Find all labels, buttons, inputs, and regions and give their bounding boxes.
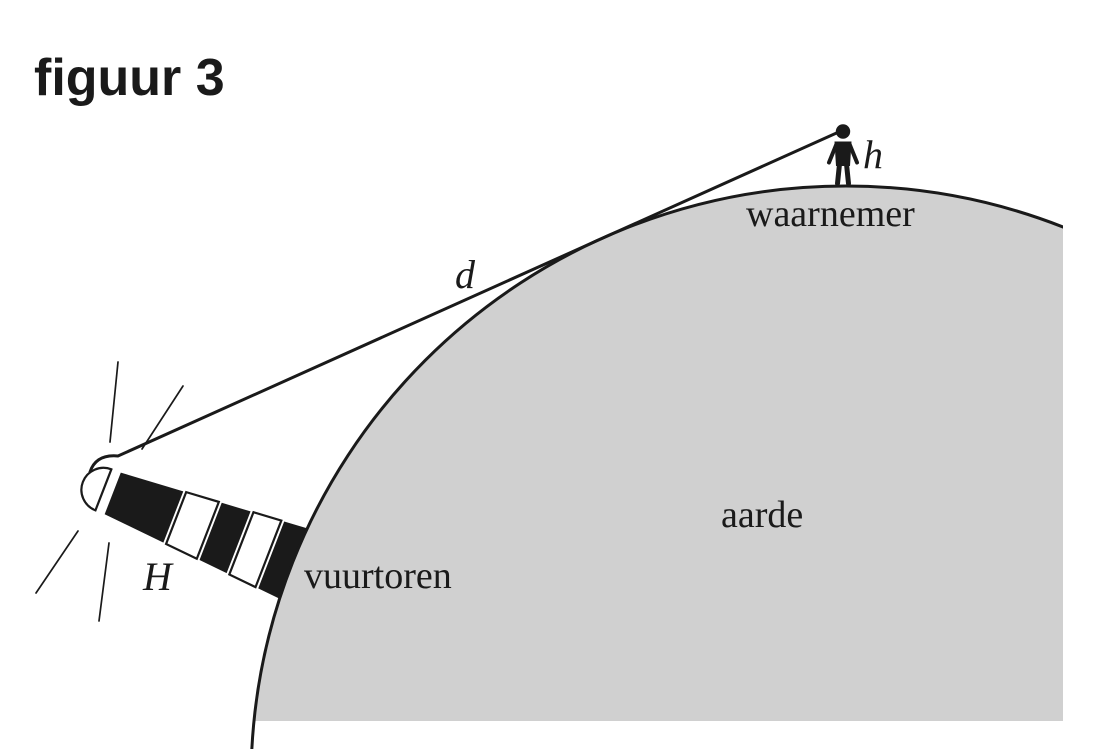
figure-title: figuur 3 (34, 49, 225, 107)
observer-height-label: h (863, 132, 883, 177)
observer-head (835, 124, 851, 139)
observer-left-leg (835, 161, 842, 186)
observer-torso (834, 141, 852, 166)
observer-left-arm (827, 142, 839, 165)
light-ray-bottom (98, 542, 110, 622)
distance-label: d (455, 252, 476, 297)
observer-label: waarnemer (746, 193, 915, 235)
light-ray-upper-right (141, 385, 184, 450)
observer-right-leg (844, 161, 851, 186)
lighthouse-dome (80, 466, 113, 512)
sight-line (88, 129, 843, 474)
lighthouse-height-label: H (142, 554, 174, 599)
lighthouse-stripe-white-1 (164, 490, 221, 561)
lighthouse-label: vuurtoren (304, 555, 452, 597)
observer-right-arm (847, 142, 859, 165)
lighthouse-stripe-black-2 (199, 502, 251, 574)
observer-figure (827, 124, 859, 186)
light-ray-lower-left (35, 530, 79, 594)
lighthouse-stripe-black-1 (104, 472, 184, 543)
earth-surface (254, 186, 1063, 721)
light-ray-top (109, 361, 119, 443)
light-rays (35, 361, 184, 622)
earth-label: aarde (721, 494, 803, 536)
earth-outline (250, 184, 1063, 749)
lighthouse-stripe-white-2 (227, 510, 283, 589)
